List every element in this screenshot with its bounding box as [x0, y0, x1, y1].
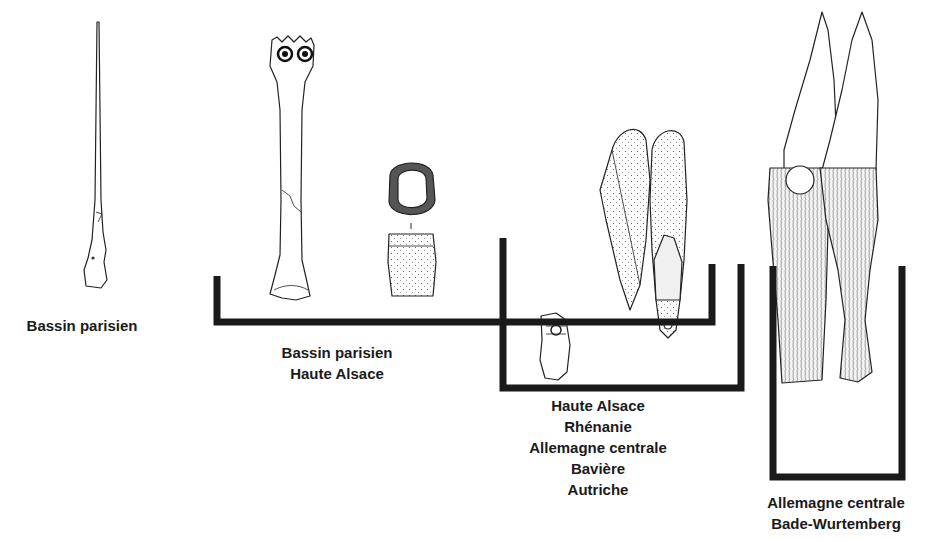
region-label: Allemagne centrale [529, 440, 667, 457]
region-label: Bassin parisien [282, 345, 393, 362]
tusk-pendant [600, 129, 650, 310]
region-label: Haute Alsace [551, 398, 645, 415]
region-label: Bavière [571, 461, 625, 478]
region-label: Haute Alsace [290, 366, 384, 383]
region-label: Autriche [568, 482, 629, 499]
antler-handle [768, 168, 832, 383]
knife-blade [822, 12, 878, 170]
bracket [503, 238, 741, 388]
bone-ring [389, 163, 435, 215]
bone-awl [84, 22, 107, 288]
region-label: Bassin parisien [27, 318, 138, 335]
bracket [773, 266, 902, 477]
region-label: Allemagne centrale [767, 495, 905, 512]
antler-handle [820, 168, 878, 382]
perforated-bone [270, 36, 314, 300]
region-label: Rhénanie [564, 419, 632, 436]
region-label: Bade-Wurtemberg [771, 516, 901, 533]
tusk-pendant [650, 131, 687, 338]
bone-ring-side [388, 234, 436, 296]
bracket [217, 264, 712, 322]
